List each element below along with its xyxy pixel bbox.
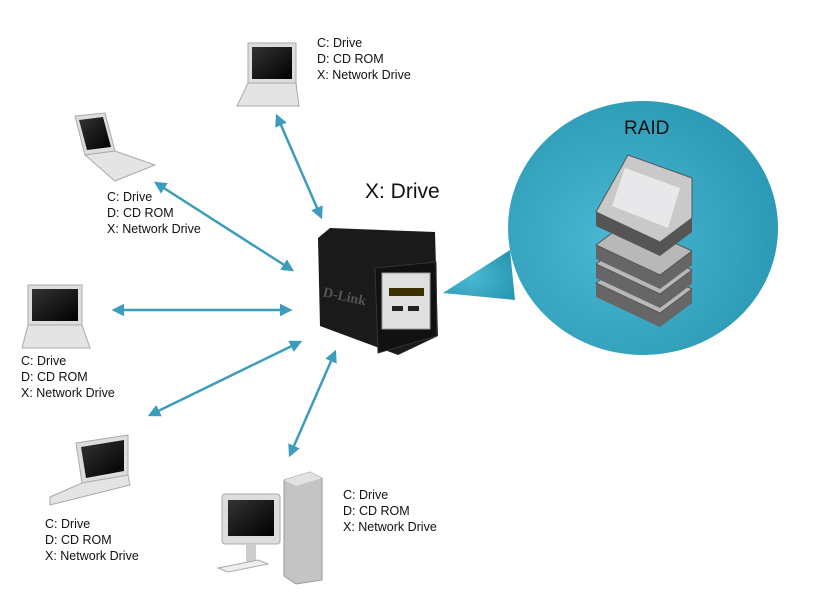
- drive-line: D: CD ROM: [45, 533, 112, 547]
- drive-line: D: CD ROM: [317, 52, 384, 66]
- laptop-icon-lower-left: [49, 434, 131, 506]
- arrow-top-laptop: [275, 113, 323, 220]
- arrow-desktop: [288, 349, 337, 458]
- client-label-left: C: Drive D: CD ROM X: Network Drive: [21, 353, 115, 401]
- drive-line: X: Network Drive: [45, 549, 139, 563]
- drive-line: D: CD ROM: [343, 504, 410, 518]
- client-label-desktop: C: Drive D: CD ROM X: Network Drive: [343, 487, 437, 535]
- nas-label: X: Drive: [365, 180, 440, 203]
- drive-line: X: Network Drive: [343, 520, 437, 534]
- arrow-lower-left-laptop: [147, 340, 303, 417]
- drive-line: D: CD ROM: [21, 370, 88, 384]
- drive-line: C: Drive: [343, 488, 389, 502]
- client-label-top: C: Drive D: CD ROM X: Network Drive: [317, 35, 411, 83]
- drive-line: C: Drive: [21, 354, 67, 368]
- raid-label: RAID: [624, 118, 670, 139]
- client-label-lower-left: C: Drive D: CD ROM X: Network Drive: [45, 516, 139, 564]
- arrow-upper-left-laptop: [153, 181, 295, 272]
- drive-line: D: CD ROM: [107, 206, 174, 220]
- nas-device-icon: D-Link: [318, 228, 438, 355]
- drive-line: X: Network Drive: [317, 68, 411, 82]
- hard-disk-stack-icon: [595, 154, 693, 327]
- client-label-upper-left: C: Drive D: CD ROM X: Network Drive: [107, 189, 201, 237]
- laptop-icon-left: [21, 284, 91, 349]
- laptop-icon-upper-left: [74, 112, 157, 182]
- laptop-icon-top: [236, 42, 300, 107]
- drive-line: X: Network Drive: [107, 222, 201, 236]
- drive-line: C: Drive: [45, 517, 91, 531]
- drive-line: X: Network Drive: [21, 386, 115, 400]
- drive-line: C: Drive: [107, 190, 153, 204]
- drive-line: C: Drive: [317, 36, 363, 50]
- desktop-computer-icon: [216, 471, 323, 585]
